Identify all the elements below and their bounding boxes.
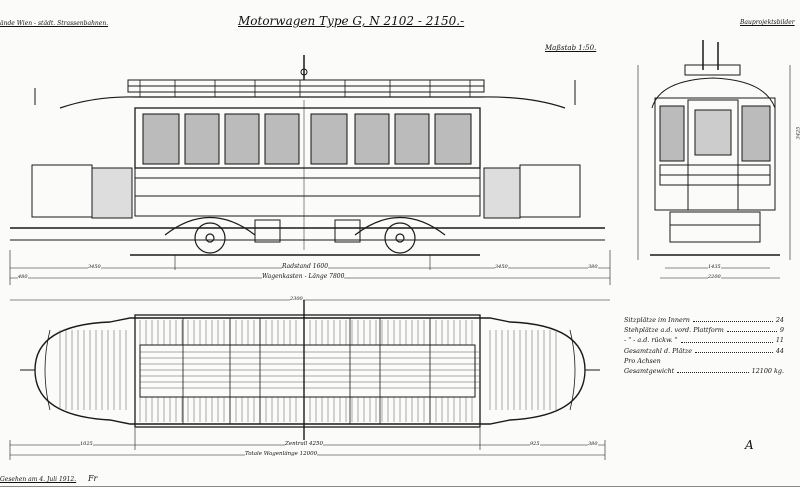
spec-value: 24 [775,316,784,324]
dim-top-mid: 2300 [290,296,303,302]
spec-label: Gesamtzahl d. Plätze [624,346,692,355]
spec-label: - " - a.d. rückw. " [624,336,678,345]
footer-date: Gesehen am 4. Juli 1912. [0,476,77,483]
dim-radstand: Radstand 1600 [282,263,329,270]
dim-end-left: 480 [18,274,28,280]
dim-end-width: 1435 [708,264,721,270]
spec-value: 9 [779,326,784,335]
spec-value: 11 [775,336,784,345]
header-left-text: ände Wien - städt. Strassenbahnen. [0,20,109,27]
dim-zentral: Zentrall 4250 [285,441,324,447]
side-view [10,55,605,256]
dim-plan-right: 925 [530,441,540,447]
spec-row: Gesamtgewicht 12100 kg. [624,366,784,376]
spec-label: Stehplätze a.d. vord. Plattform [624,326,724,335]
specs-table: Sitzplätze im Innern 24 Stehplätze a.d. v… [624,315,784,376]
dim-side-left: 3450 [88,264,101,270]
dim-side-right: 3450 [495,264,508,270]
spec-value: 12100 kg. [751,367,784,376]
dim-end-height: 3425 [795,126,800,140]
drawing-title: Motorwagen Type G, N 2102 - 2150.- [238,14,465,28]
spec-label: Pro Achsen [624,356,661,365]
spec-row: Pro Achsen [624,356,784,366]
scale-label: Maßstab 1:50. [545,44,597,52]
spec-label: Sitzplätze im Innern [624,316,690,324]
spec-value: 44 [775,346,784,355]
spec-label: Gesamtgewicht [624,367,675,376]
dim-plan-end: 380 [588,441,598,447]
header-right-text: Bauprojektsbilder [740,19,795,26]
dim-plan-left: 1025 [80,441,93,447]
dim-end-width-2: 2200 [708,274,721,280]
spec-row: Stehplätze a.d. vord. Plattform 9 [624,325,784,335]
plan-view [20,300,600,440]
footer-initials: Fr [88,474,98,483]
spec-row: - " - a.d. rückw. " 11 [624,335,784,345]
dim-kasten-length: Wagenkasten - Länge 7800 [262,273,345,280]
dim-total-length: Totale Wagenlänge 12000 [245,451,318,457]
end-view [637,40,791,279]
drawing-mark: A [745,438,754,452]
spec-row: Sitzplätze im Innern 24 [624,315,784,325]
dim-end-right: 380 [588,264,598,270]
spec-row: Gesamtzahl d. Plätze 44 [624,346,784,356]
